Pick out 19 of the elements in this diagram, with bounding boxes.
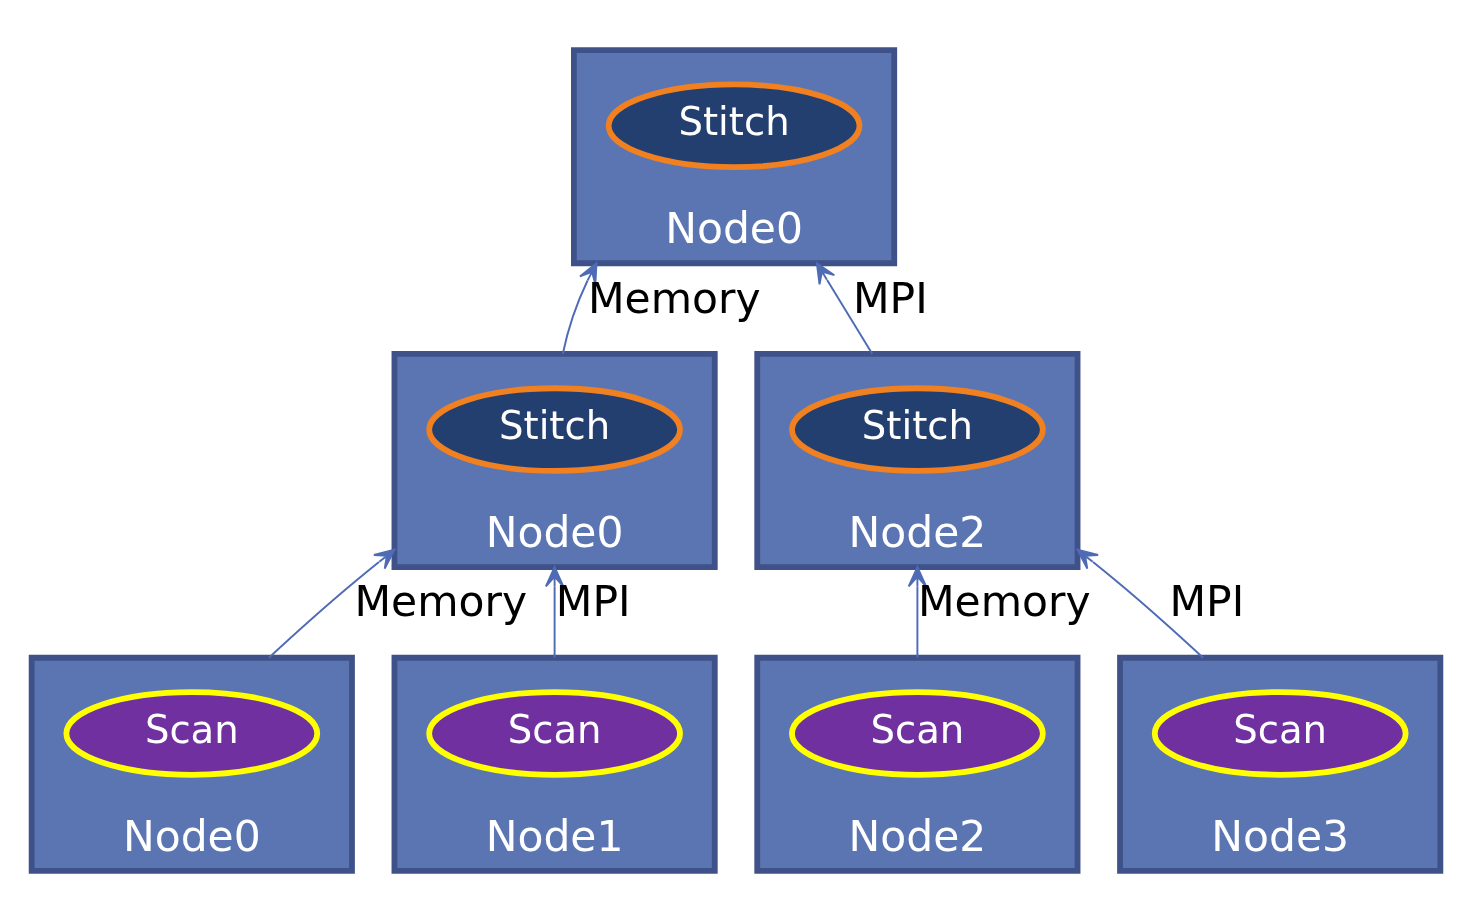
arrow (907, 565, 928, 659)
arrow (561, 261, 598, 355)
node-ellipse: Scan (63, 688, 321, 778)
edge-label: MPI (1169, 576, 1245, 626)
node-ellipse: Scan (1151, 688, 1409, 778)
edge-label: MPI (555, 576, 631, 626)
edge-label: Memory (917, 576, 1091, 626)
arrow (815, 261, 874, 355)
node-ellipse: Stitch (789, 384, 1046, 474)
edge-label: Memory (587, 273, 761, 323)
node-ellipse: Scan (789, 688, 1046, 778)
node-ellipse: Stitch (605, 81, 863, 170)
node-ellipse: Stitch (426, 384, 683, 474)
arrow (267, 548, 396, 659)
arrow (1076, 548, 1205, 659)
arrow (544, 565, 565, 659)
edge-label: MPI (853, 273, 928, 323)
edge-label: Memory (354, 576, 528, 626)
node-ellipse: Scan (426, 688, 683, 778)
